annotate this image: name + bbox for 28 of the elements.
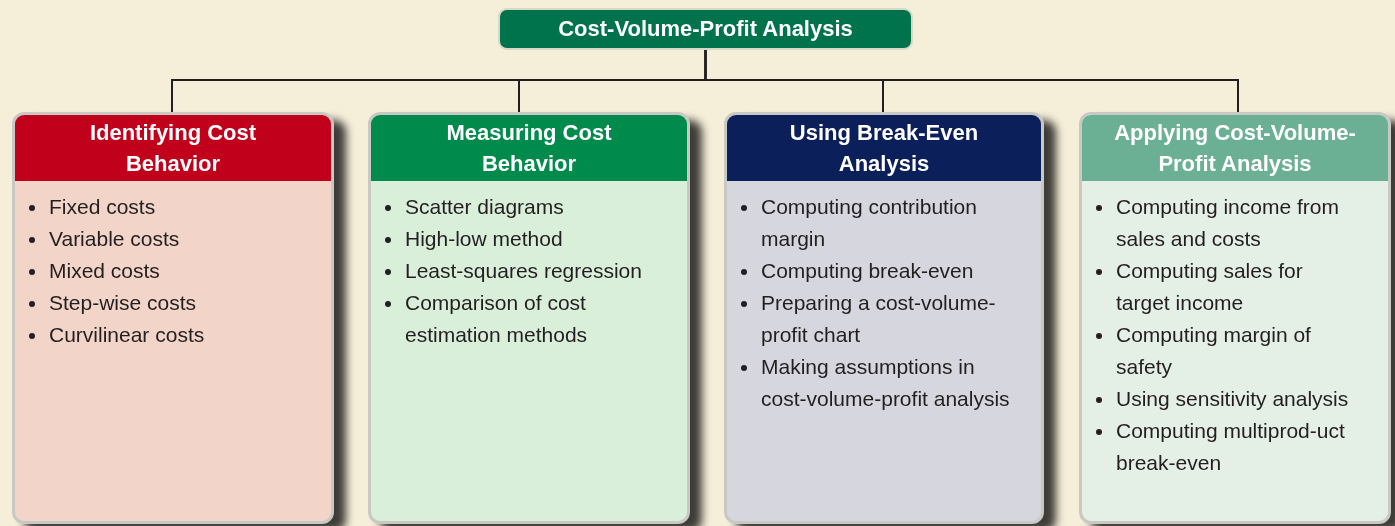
bullet-item: Step-wise costs [49,290,198,316]
card-heading: Identifying Cost Behavior [15,115,331,181]
bullet-item: Computing multiprod-uct break-even [1116,418,1346,476]
category-card [1079,112,1391,524]
category-card [368,112,690,524]
bullet-item: Curvilinear costs [49,322,206,348]
bullet-item: Least-squares regression [405,258,643,284]
bullet-item: Computing income from sales and costs [1116,194,1340,252]
bullet-item: Computing margin of safety [1116,322,1312,380]
bullet-item: Comparison of cost estimation methods [405,290,589,348]
connector-line [704,49,1239,113]
bullet-item: Fixed costs [49,194,157,220]
bullet-item: Using sensitivity analysis [1116,386,1350,412]
bullet-item: Mixed costs [49,258,161,284]
bullet-item: Making assumptions in cost-volume-profit analysis [761,354,1011,412]
bullet-item: Preparing a cost-volume-profit chart [761,290,997,348]
bullet-item: Computing break-even [761,258,975,284]
bullet-item: Scatter diagrams [405,194,565,220]
card-heading: Measuring Cost Behavior [371,115,687,181]
category-card [12,112,334,524]
card-heading: Using Break-Even Analysis [727,115,1041,181]
card-heading: Applying Cost-Volume-Profit Analysis [1082,115,1388,181]
bullet-item: Computing sales for target income [1116,258,1304,316]
bullet-item: High-low method [405,226,564,252]
bullet-item: Variable costs [49,226,181,252]
bullet-item: Computing contribution margin [761,194,978,252]
category-card [724,112,1044,524]
title-box: Cost-Volume-Profit Analysis [498,8,913,50]
